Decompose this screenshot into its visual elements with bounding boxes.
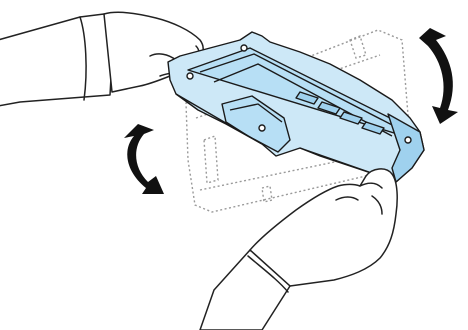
toner-cartridge (168, 32, 424, 182)
cartridge-body (168, 32, 424, 182)
right-hand (200, 169, 397, 330)
left-sleeve (0, 14, 112, 106)
rotate-arrow-right-icon (419, 28, 458, 124)
rotate-arrow-left-icon (124, 124, 164, 194)
right-palm (250, 169, 397, 286)
